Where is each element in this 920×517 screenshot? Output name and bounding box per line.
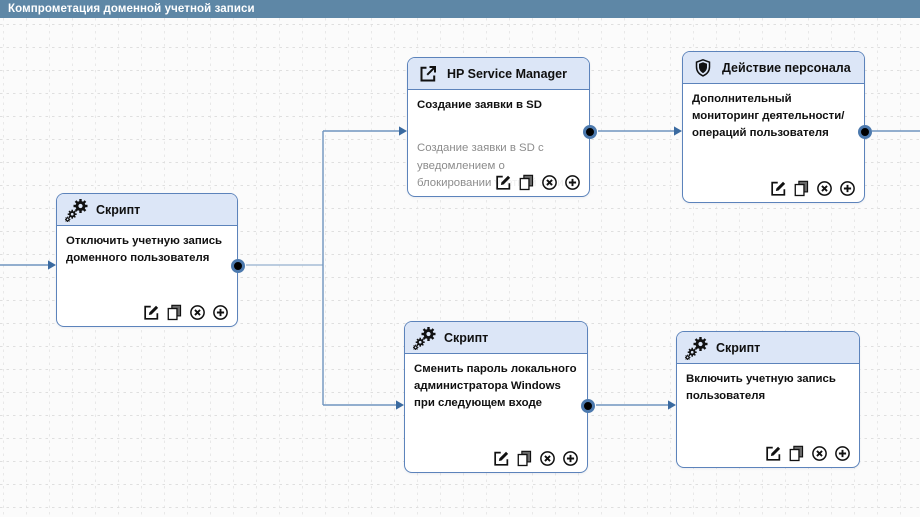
- copy-icon[interactable]: [516, 450, 533, 467]
- gears-icon: [413, 326, 437, 350]
- shield-icon: [693, 58, 713, 78]
- node-header: Скрипт: [57, 194, 237, 226]
- edit-icon[interactable]: [765, 445, 782, 462]
- delete-icon[interactable]: [189, 304, 206, 321]
- node-change-local-admin-password[interactable]: Скрипт Сменить пароль локального админис…: [404, 321, 595, 473]
- node-actions: [765, 445, 851, 462]
- copy-icon[interactable]: [166, 304, 183, 321]
- output-port[interactable]: [582, 125, 597, 139]
- node-actions: [495, 174, 581, 191]
- node-type-label: Скрипт: [444, 330, 489, 345]
- node-header: Скрипт: [677, 332, 859, 364]
- output-port[interactable]: [580, 399, 595, 413]
- copy-icon[interactable]: [788, 445, 805, 462]
- delete-icon[interactable]: [816, 180, 833, 197]
- node-body-text: Дополнительный мониторинг деятельности/о…: [692, 93, 845, 140]
- copy-icon[interactable]: [518, 174, 535, 191]
- playbook-title-bar: Компрометация доменной учетной записи: [0, 0, 920, 18]
- output-port[interactable]: [857, 125, 872, 139]
- delete-icon[interactable]: [811, 445, 828, 462]
- node-body-text: Включить учетную запись пользователя: [686, 373, 836, 403]
- external-link-icon: [418, 64, 438, 84]
- node-type-label: HP Service Manager: [447, 66, 567, 81]
- edit-icon[interactable]: [493, 450, 510, 467]
- node-header: HP Service Manager: [408, 58, 589, 90]
- edit-icon[interactable]: [495, 174, 512, 191]
- node-task-title: Создание заявки в SD: [417, 99, 542, 111]
- add-icon[interactable]: [834, 445, 851, 462]
- node-actions: [770, 180, 856, 197]
- node-header: Действие персонала: [683, 52, 864, 84]
- delete-icon[interactable]: [541, 174, 558, 191]
- node-enable-user-account[interactable]: Скрипт Включить учетную запись пользоват…: [676, 331, 860, 468]
- output-port[interactable]: [230, 259, 245, 273]
- node-body-text: Сменить пароль локального администратора…: [414, 363, 577, 410]
- node-body-text: Отключить учетную запись доменного польз…: [66, 235, 223, 265]
- add-icon[interactable]: [212, 304, 229, 321]
- add-icon[interactable]: [564, 174, 581, 191]
- playbook-title: Компрометация доменной учетной записи: [8, 3, 255, 15]
- node-create-sd-ticket[interactable]: HP Service Manager Создание заявки в SD …: [407, 57, 597, 197]
- node-personnel-action[interactable]: Действие персонала Дополнительный монито…: [682, 51, 872, 203]
- copy-icon[interactable]: [793, 180, 810, 197]
- edit-icon[interactable]: [143, 304, 160, 321]
- node-type-label: Действие персонала: [722, 60, 851, 75]
- node-type-label: Скрипт: [96, 202, 141, 217]
- edit-icon[interactable]: [770, 180, 787, 197]
- node-actions: [493, 450, 579, 467]
- gears-icon: [65, 198, 89, 222]
- node-disable-domain-account[interactable]: Скрипт Отключить учетную запись доменног…: [56, 193, 245, 327]
- node-type-label: Скрипт: [716, 340, 761, 355]
- add-icon[interactable]: [839, 180, 856, 197]
- gears-icon: [685, 336, 709, 360]
- delete-icon[interactable]: [539, 450, 556, 467]
- node-actions: [143, 304, 229, 321]
- node-header: Скрипт: [405, 322, 587, 354]
- add-icon[interactable]: [562, 450, 579, 467]
